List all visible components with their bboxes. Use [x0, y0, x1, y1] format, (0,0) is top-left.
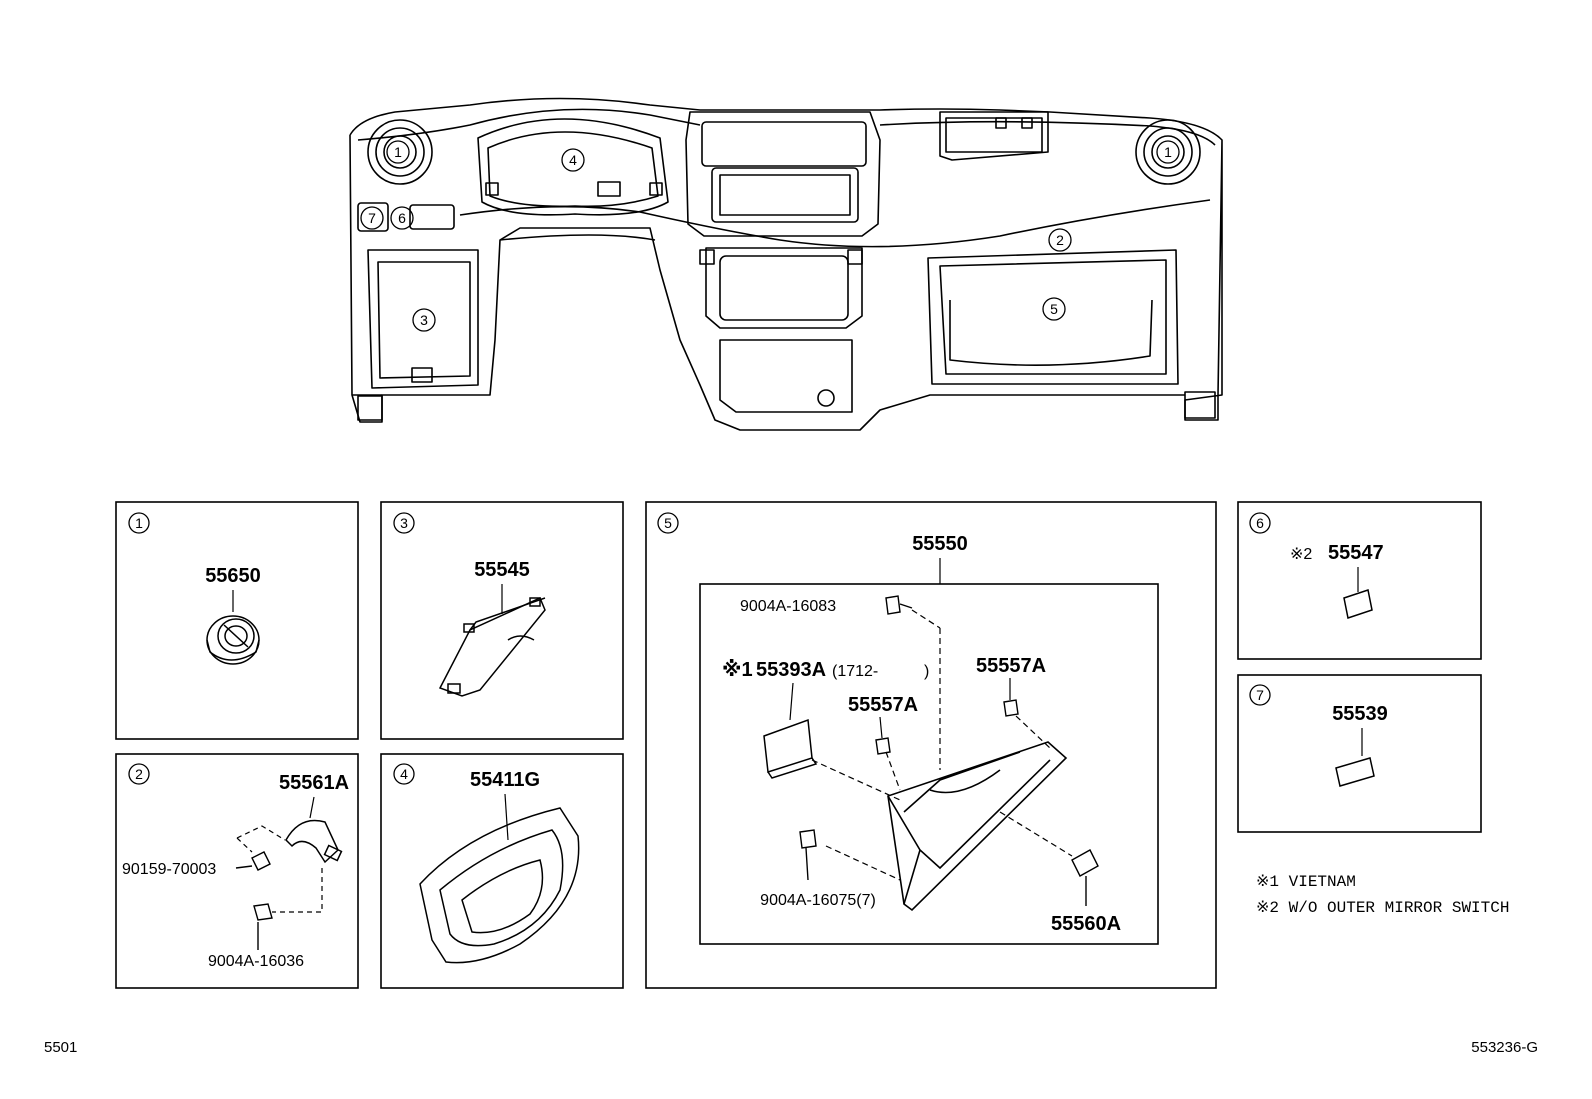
- damper-55557A-b: [1003, 699, 1019, 717]
- panel-3-frame: [380, 501, 624, 740]
- switch-hole-cover-55547: [1343, 589, 1373, 619]
- note-outer-mirror-switch: ※2 W/O OUTER MIRROR SWITCH: [1256, 899, 1509, 917]
- filter-part: [763, 718, 818, 779]
- part-label-55393A: 55393A: [756, 659, 826, 681]
- footer-page-code: 5501: [44, 1039, 77, 1056]
- panel-7-frame: [1237, 674, 1482, 833]
- panel-5-number: 5: [664, 515, 672, 531]
- note-vietnam: ※1 VIETNAM: [1256, 873, 1356, 891]
- overview-callout-4: 4: [569, 152, 577, 168]
- overview-callouts: [360, 140, 1180, 332]
- note-mark-1: ※1: [722, 659, 753, 681]
- part-label-55545: 55545: [474, 559, 530, 581]
- part-label-1712-range: (1712-: [832, 663, 878, 680]
- screw-9004A-16075: [799, 829, 817, 881]
- screw-9004A-16083: [885, 595, 913, 615]
- switch-hole-cover-55539: [1335, 757, 1375, 787]
- part-label-55561A: 55561A: [279, 772, 349, 794]
- lower-cover-part: [438, 596, 546, 697]
- panel-1-number: 1: [135, 515, 143, 531]
- panel-6-frame: [1237, 501, 1482, 660]
- overview-callout-2: 2: [1056, 232, 1064, 248]
- bracket-part: [285, 819, 343, 864]
- latch-55560A: [1071, 849, 1099, 906]
- overview-callout-1-right: 1: [1164, 144, 1172, 160]
- panel-4-frame: [380, 753, 624, 989]
- panel-4-number: 4: [400, 766, 408, 782]
- panel-5-frame: [645, 501, 1217, 989]
- part-label-55560A: 55560A: [1051, 913, 1121, 935]
- panel-2-frame: [115, 753, 359, 989]
- panel-2-number: 2: [135, 766, 143, 782]
- part-label-9004A-16075: 9004A-16075(7): [760, 892, 876, 909]
- overview-callout-1-left: 1: [394, 144, 402, 160]
- footer-figure-code: 553236-G: [1471, 1039, 1538, 1056]
- clip-90159-70003: [235, 851, 271, 871]
- part-label-55557A-a: 55557A: [848, 694, 918, 716]
- part-label-55557A-b: 55557A: [976, 655, 1046, 677]
- vent-register-part: [206, 615, 260, 665]
- glove-box-part: [887, 741, 1068, 912]
- meter-hood-part: [419, 807, 580, 964]
- clip-9004A-16036: [253, 903, 273, 950]
- part-label-90159-70003: 90159-70003: [122, 861, 216, 878]
- panel-6-number: 6: [1256, 515, 1264, 531]
- overview-callout-6: 6: [398, 210, 406, 226]
- damper-55557A-a: [875, 737, 891, 755]
- part-label-range-close: ): [924, 663, 929, 680]
- overview-callout-7: 7: [368, 210, 376, 226]
- panel-1-frame: [115, 501, 359, 740]
- panel-5-assembly-frame: [699, 583, 1159, 945]
- part-label-9004A-16083: 9004A-16083: [740, 598, 836, 615]
- part-label-55650: 55650: [205, 565, 261, 587]
- note-mark-2: ※2: [1290, 546, 1312, 563]
- instrument-panel-overview: [349, 97, 1223, 431]
- panel-3-number: 3: [400, 515, 408, 531]
- overview-callout-3: 3: [420, 312, 428, 328]
- part-label-9004A-16036: 9004A-16036: [208, 953, 304, 970]
- part-label-55550: 55550: [912, 533, 968, 555]
- overview-callout-5: 5: [1050, 301, 1058, 317]
- part-label-55411G: 55411G: [470, 769, 540, 791]
- part-label-55539: 55539: [1332, 703, 1388, 725]
- part-label-55547: 55547: [1328, 542, 1384, 564]
- panel-7-number: 7: [1256, 687, 1264, 703]
